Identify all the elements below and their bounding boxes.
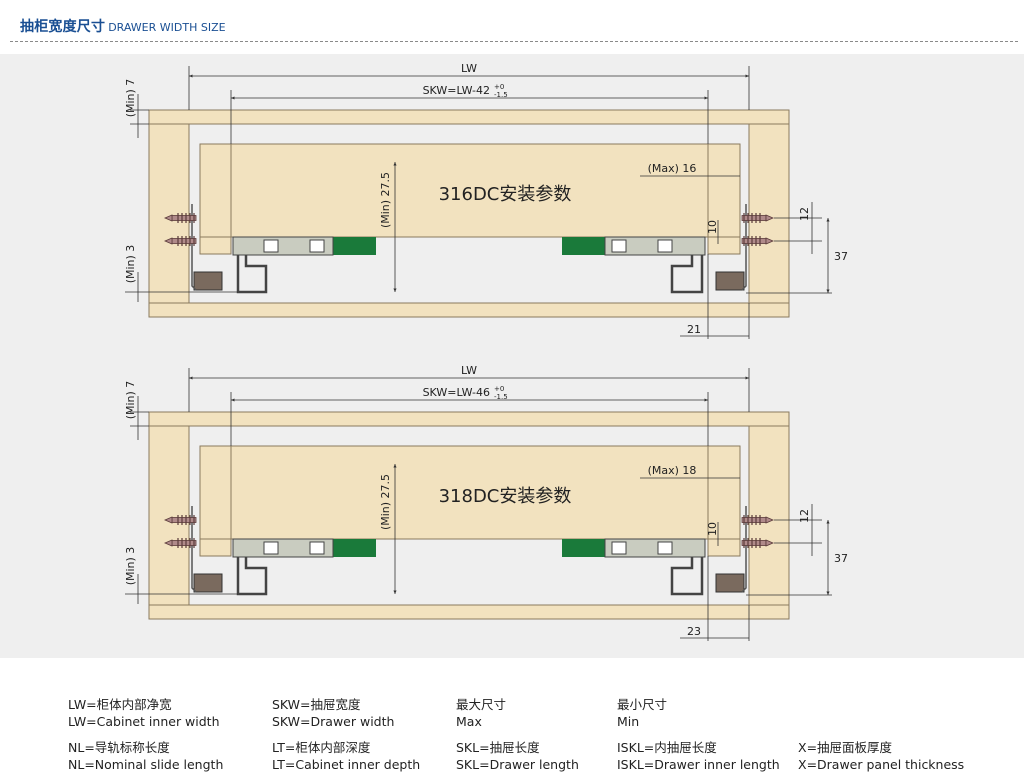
- diagram-title: 316DC安装参数: [439, 184, 572, 205]
- diagram-316dc: LW SKW=LW-42 +0 -1.5 (Min) 7 (Min) 3 (Mi…: [124, 62, 848, 339]
- min3-label: (Min) 3: [124, 547, 137, 586]
- drawer-box: [199, 445, 741, 540]
- slide-green-left: [333, 539, 376, 557]
- dim-12-label: 12: [798, 509, 811, 523]
- cabinet-right-wall: [748, 425, 790, 606]
- diagrams-svg: LW SKW=LW-42 +0 -1.5 (Min) 7 (Min) 3 (Mi…: [124, 62, 848, 641]
- legend-item: LW=Cabinet inner width: [68, 714, 220, 729]
- lw-label: LW: [461, 62, 477, 75]
- cabinet-left-wall: [148, 425, 190, 606]
- bottom-dim-label: 23: [687, 625, 701, 638]
- slide-green-right: [562, 237, 605, 255]
- skw-tol-down: -1.5: [494, 91, 508, 99]
- slide-green-right: [562, 539, 605, 557]
- legend-item: SKW=Drawer width: [272, 714, 395, 729]
- slide-left: [232, 538, 334, 558]
- skw-tol-down: -1.5: [494, 393, 508, 401]
- diagram-318dc: LW SKW=LW-46 +0 -1.5 (Min) 7 (Min) 3 (Mi…: [124, 364, 848, 641]
- legend-item: 最大尺寸: [456, 697, 507, 712]
- slide-left: [232, 236, 334, 256]
- dim-37-label: 37: [834, 250, 848, 263]
- bracket-left: [193, 271, 223, 291]
- diagram-area: LW SKW=LW-42 +0 -1.5 (Min) 7 (Min) 3 (Mi…: [0, 54, 1024, 658]
- legend-item: NL=Nominal slide length: [68, 757, 224, 772]
- legend-item: ISKL=内抽屉长度: [617, 740, 717, 755]
- min275-label: (Min) 27.5: [379, 172, 392, 228]
- legend-item: SKW=抽屉宽度: [272, 697, 361, 712]
- min3-label: (Min) 3: [124, 245, 137, 284]
- bracket-right: [715, 271, 745, 291]
- dim-10-label: 10: [706, 522, 719, 536]
- header-title-cn: 抽柜宽度尺寸: [20, 19, 106, 35]
- legend-item: X=Drawer panel thickness: [798, 757, 965, 772]
- legend-item: LW=柜体内部净宽: [68, 697, 172, 712]
- dim-10-label: 10: [706, 220, 719, 234]
- max-label: (Max) 18: [648, 464, 697, 477]
- header-title-en: DRAWER WIDTH SIZE: [108, 21, 226, 34]
- drawer-box: [199, 143, 741, 238]
- skw-tol-up: +0: [494, 83, 504, 91]
- legend-item: 最小尺寸: [617, 697, 668, 712]
- min7-label: (Min) 7: [124, 79, 137, 118]
- cabinet-top-panel: [148, 109, 790, 125]
- cabinet-left-wall: [148, 123, 190, 304]
- cabinet-top-panel: [148, 411, 790, 427]
- slide-right: [604, 236, 706, 256]
- legend: LW=柜体内部净宽 LW=Cabinet inner width NL=导轨标称…: [0, 678, 1024, 784]
- legend-item: SKL=抽屉长度: [456, 740, 540, 755]
- slide-green-left: [333, 237, 376, 255]
- cabinet-bottom-panel: [148, 302, 790, 318]
- skw-label: SKW=LW-42: [423, 84, 490, 97]
- header-divider: [10, 41, 1018, 42]
- legend-item: LT=柜体内部深度: [272, 740, 371, 755]
- legend-item: NL=导轨标称长度: [68, 740, 170, 755]
- legend-item: SKL=Drawer length: [456, 757, 579, 772]
- cabinet-bottom-panel: [148, 604, 790, 620]
- min7-label: (Min) 7: [124, 381, 137, 420]
- legend-item: ISKL=Drawer inner length: [617, 757, 780, 772]
- slide-right: [604, 538, 706, 558]
- bottom-dim-label: 21: [687, 323, 701, 336]
- legend-item: X=抽屉面板厚度: [798, 740, 893, 755]
- lw-label: LW: [461, 364, 477, 377]
- legend-item: LT=Cabinet inner depth: [272, 757, 421, 772]
- legend-item: Min: [617, 714, 640, 729]
- bracket-left: [193, 573, 223, 593]
- skw-tol-up: +0: [494, 385, 504, 393]
- bracket-right: [715, 573, 745, 593]
- dim-12-label: 12: [798, 207, 811, 221]
- dim-37-label: 37: [834, 552, 848, 565]
- diagram-title: 318DC安装参数: [439, 486, 572, 507]
- skw-label: SKW=LW-46: [423, 386, 490, 399]
- max-label: (Max) 16: [648, 162, 697, 175]
- min275-label: (Min) 27.5: [379, 474, 392, 530]
- legend-item: Max: [456, 714, 482, 729]
- cabinet-right-wall: [748, 123, 790, 304]
